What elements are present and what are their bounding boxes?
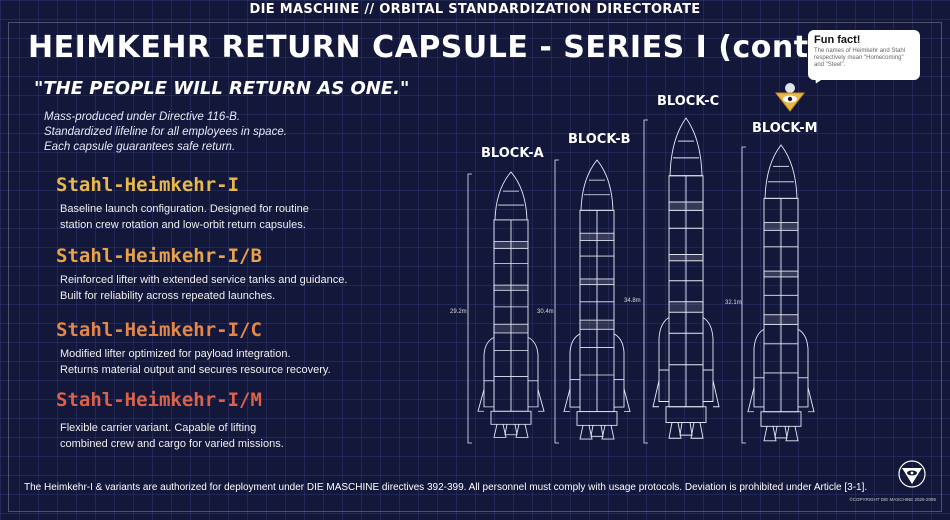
height-label-b: 30.4m	[537, 309, 554, 315]
description-line: Each capsule guarantees safe return.	[44, 141, 236, 153]
fun-fact-text: The names of Heimkehr and Stahl respecti…	[814, 48, 906, 68]
variant-name: Stahl-Heimkehr-I/B	[56, 245, 262, 267]
block-label-b: BLOCK-B	[568, 132, 631, 147]
height-label-a: 29.2m	[450, 309, 467, 315]
rocket-block-a	[477, 171, 545, 438]
fun-fact-title: Fun fact!	[814, 34, 861, 46]
block-label-m: BLOCK-M	[752, 121, 818, 136]
copyright: ©COPYRIGHT DIE MASCHINE 2026-2095	[849, 497, 936, 502]
variant-desc-line: Built for reliability across repeated la…	[60, 289, 276, 302]
variant-desc-line: station crew rotation and low-orbit retu…	[60, 218, 306, 231]
variant-desc-line: Modified lifter optimized for payload in…	[60, 348, 291, 360]
fun-fact-bubble: Fun fact! The names of Heimkehr and Stah…	[808, 30, 920, 80]
variant-name: Stahl-Heimkehr-I/C	[56, 319, 262, 341]
block-label-c: BLOCK-C	[657, 94, 720, 109]
dimension-line-b	[554, 159, 559, 444]
poster-frame	[8, 22, 942, 512]
page-title: HEIMKEHR RETURN CAPSULE - SERIES I (cont…	[28, 30, 835, 65]
variant-desc-line: Returns material output and secures reso…	[60, 363, 331, 376]
variant-desc-line: combined crew and cargo for varied missi…	[60, 437, 284, 450]
variant-heimkehr-i: Stahl-Heimkehr-I Baseline launch configu…	[56, 174, 309, 233]
height-label-m: 32.1m	[725, 300, 742, 306]
motto: "THE PEOPLE WILL RETURN AS ONE."	[34, 78, 410, 99]
height-label-c: 34.8m	[624, 298, 641, 304]
mascot-eye-icon	[774, 83, 806, 112]
variant-desc-line: Baseline launch configuration. Designed …	[60, 203, 309, 215]
variant-desc-line: Reinforced lifter with extended service …	[60, 274, 348, 286]
description-line: Mass-produced under Directive 116-B.	[44, 111, 241, 123]
dimension-line-a	[467, 173, 472, 444]
variant-heimkehr-i-m: Stahl-Heimkehr-I/M Flexible carrier vari…	[56, 389, 284, 452]
dimension-line-c	[643, 119, 648, 444]
rocket-block-m	[747, 144, 815, 442]
block-label-a: BLOCK-A	[481, 146, 544, 161]
variant-desc-line: Flexible carrier variant. Capable of lif…	[60, 422, 257, 434]
variant-heimkehr-i-b: Stahl-Heimkehr-I/B Reinforced lifter wit…	[56, 245, 347, 304]
footer-notice: The Heimkehr-I & variants are authorized…	[24, 482, 868, 493]
rocket-block-c	[652, 117, 720, 439]
dimension-line-m	[741, 146, 746, 444]
variant-name: Stahl-Heimkehr-I/M	[56, 389, 262, 411]
header-banner: DIE MASCHINE // ORBITAL STANDARDIZATION …	[249, 2, 701, 17]
die-maschine-logo-icon	[898, 460, 926, 488]
rocket-block-b	[563, 159, 631, 440]
variant-name: Stahl-Heimkehr-I	[56, 174, 240, 196]
description-line: Standardized lifeline for all employees …	[44, 126, 287, 138]
description: Mass-produced under Directive 116-B. Sta…	[44, 110, 287, 155]
variant-heimkehr-i-c: Stahl-Heimkehr-I/C Modified lifter optim…	[56, 319, 331, 378]
